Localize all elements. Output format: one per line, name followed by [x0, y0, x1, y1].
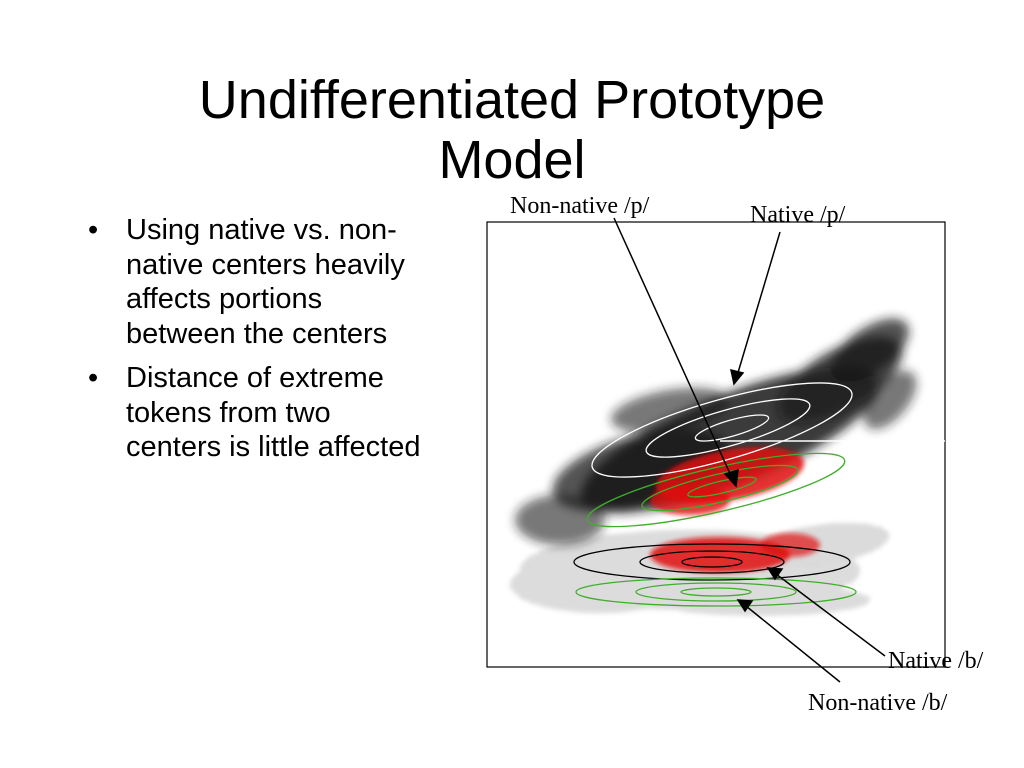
bullet-list: Using native vs. non-native centers heav… — [88, 213, 433, 475]
nonnative-b-contours — [575, 577, 857, 607]
bullet-item-2: Distance of extreme tokens from two cent… — [88, 361, 433, 465]
slide-title: Undifferentiated Prototype Model — [0, 70, 1024, 190]
bullet-item-1: Using native vs. non-native centers heav… — [88, 213, 433, 351]
overlap-regions — [650, 447, 820, 573]
arrow-native-p-head — [730, 368, 745, 386]
native-p-contours — [591, 382, 853, 478]
arrow-nonnative-p-head — [723, 468, 739, 488]
slide-title-line-1: Undifferentiated Prototype — [198, 70, 826, 130]
arrow-nonnative-p — [613, 217, 733, 479]
label-nonnative-p: Non-native /p/ — [510, 193, 650, 219]
b-token-cloud — [510, 522, 890, 616]
native-b-contours — [573, 543, 851, 581]
arrow-native-b-head — [766, 567, 784, 581]
nonnative-p-contours — [586, 452, 846, 528]
arrow-native-p — [736, 231, 781, 377]
label-native-b: Native /b/ — [888, 648, 984, 674]
arrow-native-b — [775, 573, 886, 657]
arrow-nonnative-b — [745, 605, 841, 683]
p-token-cloud — [515, 318, 917, 545]
label-native-p: Native /p/ — [750, 202, 846, 228]
plot-frame — [486, 221, 946, 668]
label-nonnative-b: Non-native /b/ — [808, 690, 948, 716]
annotation-arrows — [613, 217, 886, 683]
slide-title-line-2: Model — [438, 130, 586, 190]
arrow-nonnative-b-head — [736, 599, 754, 613]
